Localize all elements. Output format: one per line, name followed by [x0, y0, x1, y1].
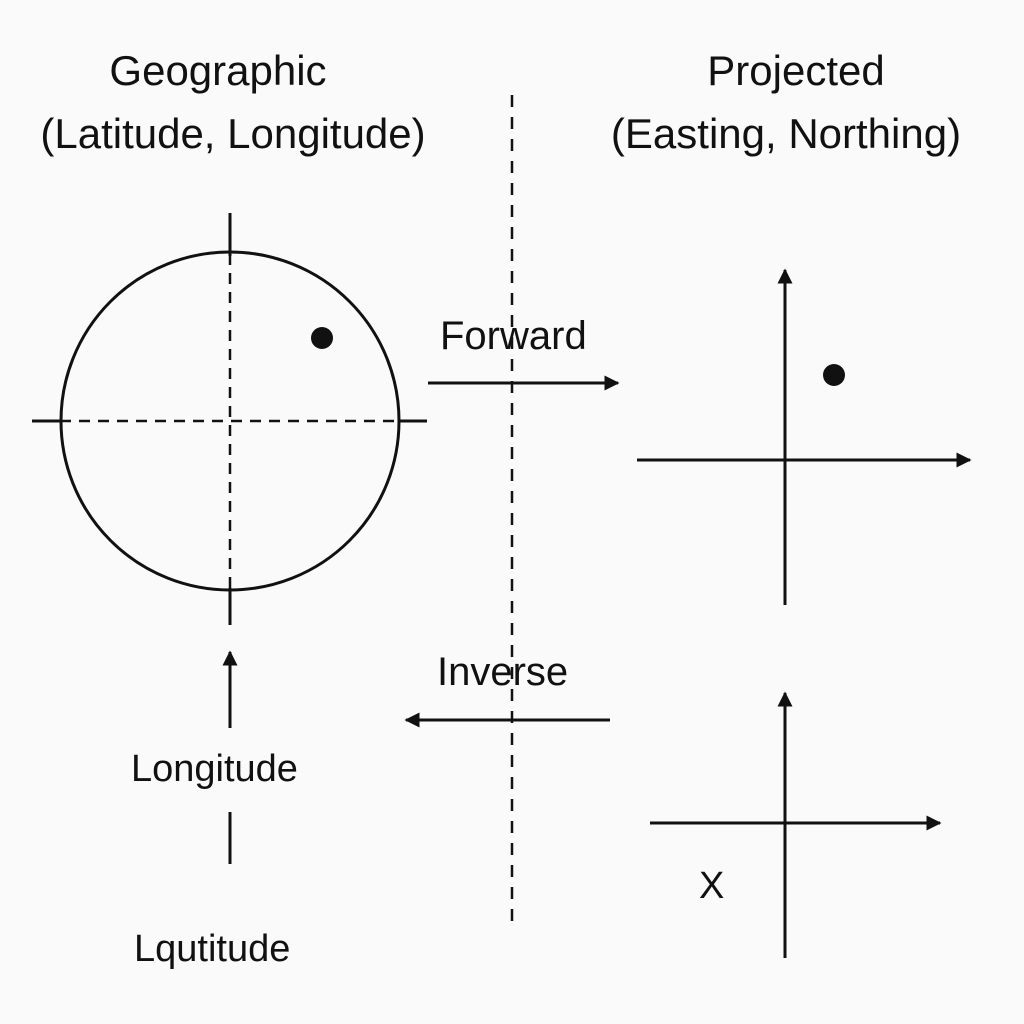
projected-title: Projected [707, 47, 885, 94]
longitude-label: Longitude [131, 748, 298, 790]
geographic-subtitle: (Latitude, Longitude) [40, 110, 426, 157]
geographic-point [311, 327, 333, 349]
projected-point [823, 364, 845, 386]
x-label: X [699, 865, 725, 907]
geographic-title: Geographic [109, 47, 327, 94]
latitude-label: Lqutitude [134, 928, 291, 970]
inverse-label: Inverse [437, 650, 569, 694]
projected-subtitle: (Easting, Northing) [610, 110, 962, 157]
forward-label: Forward [440, 314, 587, 358]
